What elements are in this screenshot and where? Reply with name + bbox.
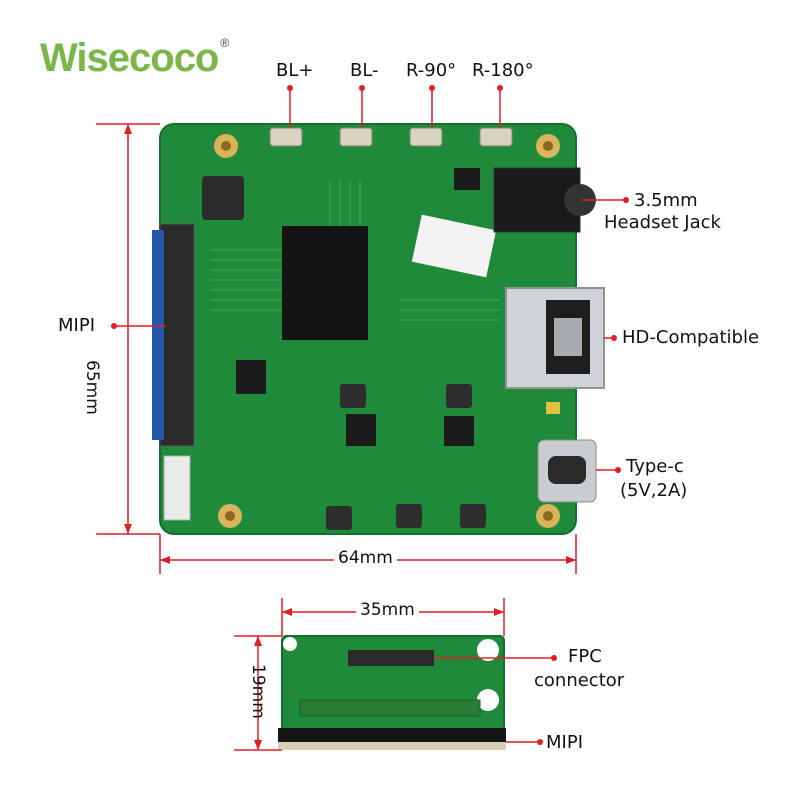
typec-label-1: Type-c	[626, 456, 684, 477]
bl-minus-label: BL-	[350, 60, 379, 81]
headset-label-2: Headset Jack	[604, 212, 721, 233]
brand-name: Wisecoco	[40, 36, 219, 80]
fpc-label-1: FPC	[568, 646, 602, 667]
mipi-left-label: MIPI	[58, 315, 96, 336]
headset-label-1: 3.5mm	[634, 190, 698, 211]
r90-label: R-90°	[406, 60, 457, 81]
left-fpc-connector	[159, 223, 195, 447]
fpc-label-2: connector	[534, 670, 625, 691]
mounting-holes	[214, 134, 560, 528]
adapter-fpc-connector	[348, 650, 434, 666]
white-connector	[163, 455, 191, 521]
typec-label-2: (5V,2A)	[620, 480, 688, 501]
adapter-mipi-label: MIPI	[546, 732, 584, 753]
bl-plus-label: BL+	[276, 60, 314, 81]
tact-buttons	[269, 127, 513, 147]
height-dimension: 65mm	[82, 360, 102, 415]
adapter-height-dimension: 19mm	[248, 664, 268, 719]
width-dimension: 64mm	[334, 548, 397, 568]
hdmi-label: HD-Compatible	[622, 327, 760, 348]
label-sticker	[411, 214, 497, 278]
main-chip	[282, 226, 368, 340]
adapter-width-dimension: 35mm	[356, 600, 419, 620]
brand-logo: Wisecoco®	[40, 36, 229, 81]
r180-label: R-180°	[472, 60, 534, 81]
registered-mark: ®	[220, 36, 229, 50]
